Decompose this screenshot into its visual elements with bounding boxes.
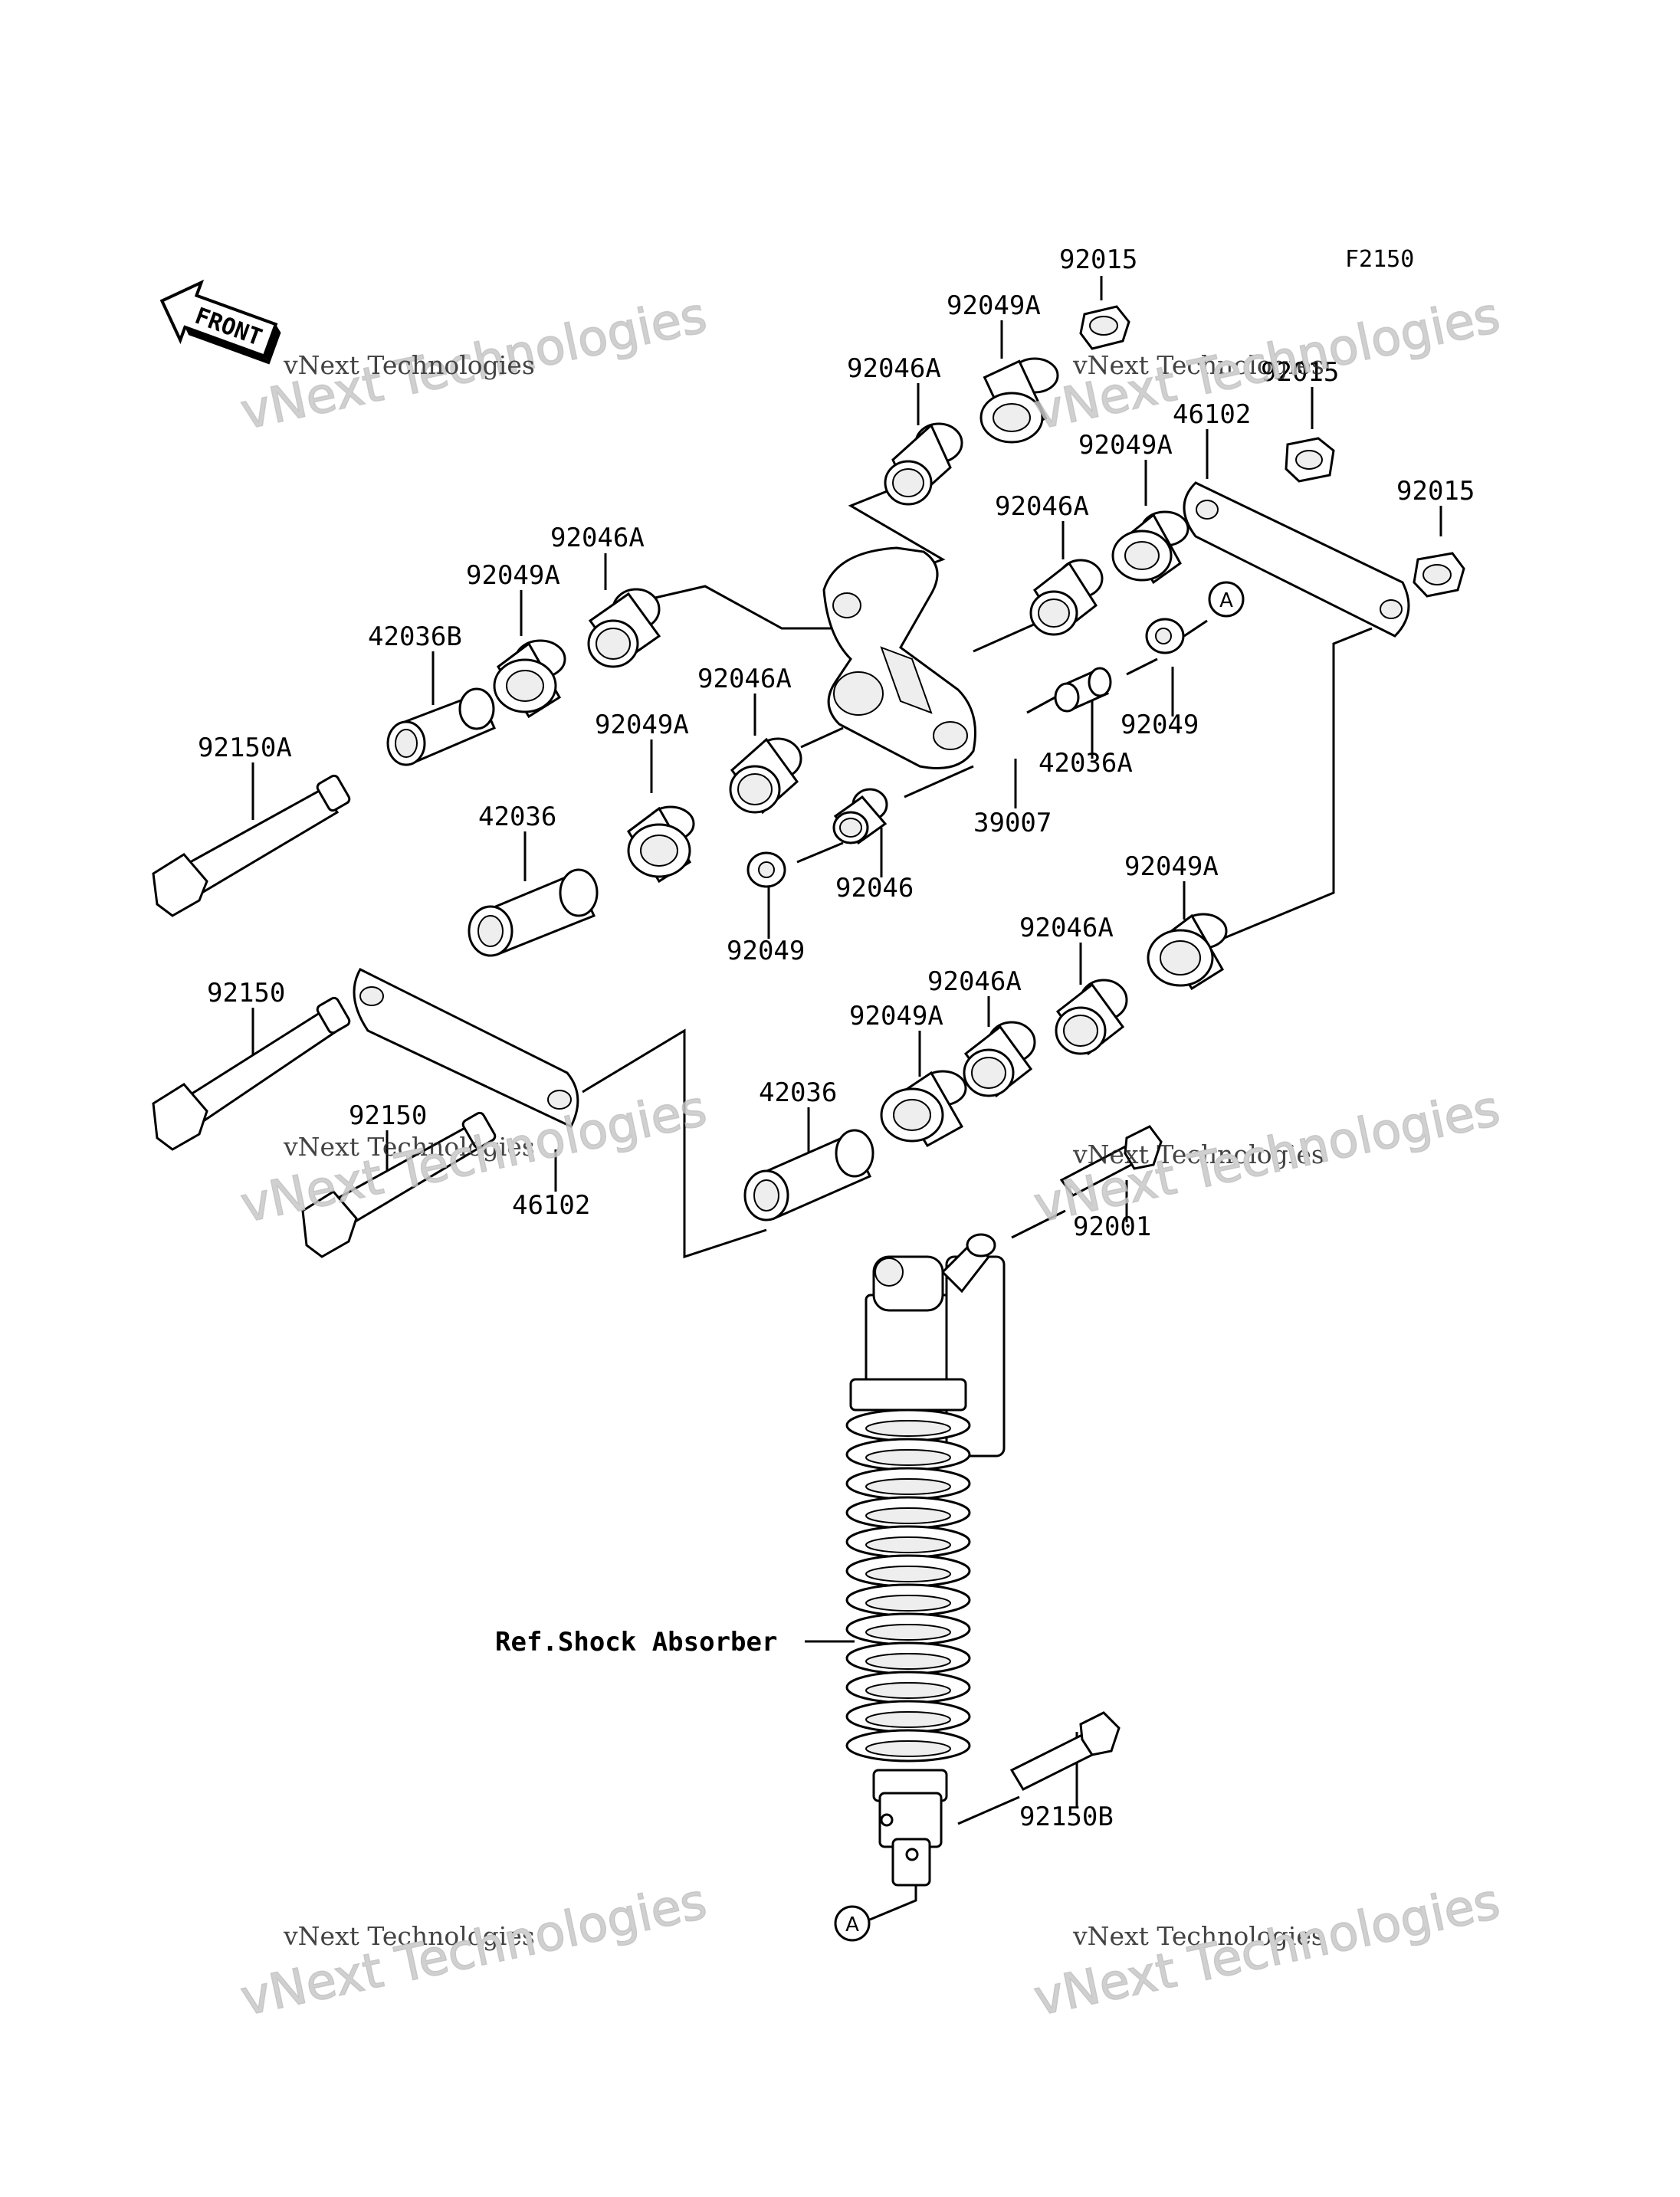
label-92049A: 92049A: [1124, 851, 1219, 882]
watermark-text: vNext Technologies: [283, 1132, 535, 1162]
label-39007: 39007: [973, 808, 1052, 838]
callout-a-top: A: [1208, 581, 1245, 618]
needle-bearing-icon: [1029, 559, 1104, 636]
bushing-collar-icon: [1147, 913, 1228, 991]
label-92001: 92001: [1073, 1212, 1151, 1242]
label-92015: 92015: [1059, 244, 1137, 275]
needle-bearing-icon: [832, 788, 888, 845]
spring-coil-inner: [865, 1682, 951, 1699]
spring-coil-inner: [865, 1624, 951, 1641]
watermark-text: vNext Technologies: [1072, 350, 1324, 380]
label-92049A: 92049A: [849, 1001, 943, 1031]
sleeve-42036-icon: [743, 1129, 874, 1221]
front-arrow-icon: FRONT: [159, 279, 281, 365]
nut-92015-mid-icon: [1285, 437, 1335, 483]
label-92049A: 92049A: [947, 290, 1041, 321]
nut-92015-right-icon: [1413, 552, 1465, 598]
bolt-92150-icon: [152, 996, 351, 1151]
label-92049: 92049: [1121, 710, 1199, 740]
bushing-collar-icon: [1111, 510, 1189, 585]
label-92015: 92015: [1261, 357, 1339, 388]
label-92049A: 92049A: [1078, 430, 1173, 461]
part-labels: 92015 92049A 92046A 92015 46102 92049A 9…: [198, 244, 1475, 1832]
needle-bearing-icon: [963, 1021, 1036, 1098]
label-92046A: 92046A: [697, 664, 792, 694]
spring-coil-inner: [865, 1740, 951, 1757]
spring-coil-inner: [865, 1478, 951, 1495]
bolt-92001-icon: [1059, 1125, 1163, 1197]
bushing-collar-icon: [979, 357, 1059, 444]
label-92150: 92150: [207, 978, 285, 1008]
watermark-text: vNext Technologies: [283, 1921, 535, 1951]
needle-bearing-icon: [884, 422, 963, 506]
spring-coil-inner: [865, 1420, 951, 1437]
shock-absorber-icon: [845, 1233, 1006, 1887]
washer-icon: [1145, 618, 1185, 654]
needle-bearing-icon: [729, 737, 802, 815]
label-92046: 92046: [835, 873, 914, 903]
figure-code: F2150: [1345, 246, 1414, 273]
label-92015: 92015: [1396, 476, 1475, 507]
label-42036B: 42036B: [368, 621, 462, 652]
label-46102: 46102: [512, 1190, 590, 1221]
svg-text:A: A: [1219, 589, 1233, 612]
label-46102: 46102: [1173, 399, 1251, 430]
bushing-collar-icon: [880, 1070, 967, 1148]
sleeve-42036B-icon: [386, 687, 496, 766]
part-drawings: A A: [152, 305, 1465, 1942]
nut-92015-top-icon: [1079, 305, 1130, 350]
bushing-collar-icon: [627, 805, 695, 884]
spring-coils: [845, 1408, 971, 1763]
label-42036: 42036: [759, 1077, 837, 1108]
label-92049: 92049: [727, 936, 805, 966]
rocker-arm-39007-icon: [822, 546, 976, 769]
label-92046A: 92046A: [995, 491, 1089, 522]
label-42036: 42036: [478, 802, 556, 832]
label-92046A: 92046A: [550, 523, 645, 553]
label-42036A: 42036A: [1039, 748, 1133, 779]
label-92150: 92150: [349, 1100, 427, 1131]
link-plate-right-icon: [1183, 481, 1410, 638]
spring-coil-inner: [865, 1449, 951, 1466]
bolt-92150B-icon: [1009, 1711, 1121, 1791]
link-plate-left-icon: [353, 968, 579, 1128]
spring-coil-inner: [865, 1507, 951, 1524]
label-92150A: 92150A: [198, 733, 292, 763]
spring-coil-inner: [865, 1595, 951, 1612]
bushing-collar-icon: [493, 639, 566, 719]
needle-bearing-icon: [587, 588, 661, 668]
washer-icon: [746, 851, 786, 888]
label-92046A: 92046A: [847, 353, 941, 384]
watermark-text: vNext Technologies: [1072, 1139, 1324, 1169]
spring-coil-inner: [865, 1536, 951, 1553]
label-92046A: 92046A: [1019, 913, 1114, 943]
spring-coil-inner: [865, 1566, 951, 1582]
callout-a-bottom: A: [834, 1905, 871, 1942]
leader-lines: [251, 276, 1442, 1921]
spring-coil-inner: [865, 1653, 951, 1670]
spring-coil-inner: [865, 1711, 951, 1728]
bolt-92150A-icon: [152, 774, 351, 917]
sleeve-42036A-icon: [1054, 667, 1112, 713]
ref-shock-absorber-label: Ref.Shock Absorber: [495, 1627, 777, 1658]
svg-text:A: A: [845, 1913, 859, 1936]
bolt-92150-second-icon: [301, 1111, 497, 1258]
label-92150B: 92150B: [1019, 1802, 1114, 1832]
watermark-text: vNext Technologies: [1072, 1921, 1324, 1951]
label-92046A: 92046A: [927, 966, 1022, 997]
label-92049A: 92049A: [595, 710, 689, 740]
label-92049A: 92049A: [466, 560, 560, 591]
watermark-text: vNext Technologies: [283, 350, 535, 380]
needle-bearing-icon: [1055, 979, 1128, 1056]
sleeve-42036-icon: [468, 868, 599, 957]
